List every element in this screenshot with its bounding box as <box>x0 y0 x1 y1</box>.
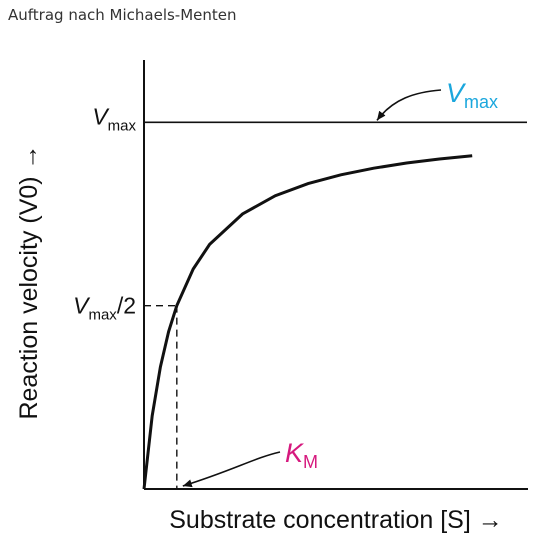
series-line <box>142 154 473 490</box>
km-annotation-arrow <box>182 451 281 488</box>
vmax-anno-main: V <box>446 78 467 108</box>
half-tick-suffix: /2 <box>117 293 136 319</box>
y-tick-label-vmax: Vmax <box>92 103 136 134</box>
y-axis-label: Reaction velocity (V0) → <box>15 144 43 419</box>
half-tick-main: V <box>73 293 91 319</box>
vmax-tick-sub: max <box>108 117 137 134</box>
km-anno-sub: M <box>303 452 318 472</box>
km-annotation-label: KM <box>285 438 318 472</box>
vmax-tick-main: V <box>92 103 110 129</box>
vmax-annotation-arrow <box>376 89 442 121</box>
vmax-anno-sub: max <box>464 92 498 112</box>
y-tick-label-half-vmax: Vmax/2 <box>73 293 136 324</box>
vmax-annotation-label: Vmax <box>446 78 498 112</box>
figure-caption: Auftrag nach Michaels-Menten <box>8 6 237 24</box>
km-anno-main: K <box>285 438 304 468</box>
x-axis-label: Substrate concentration [S] → <box>169 506 503 534</box>
half-tick-sub: max <box>88 307 117 324</box>
